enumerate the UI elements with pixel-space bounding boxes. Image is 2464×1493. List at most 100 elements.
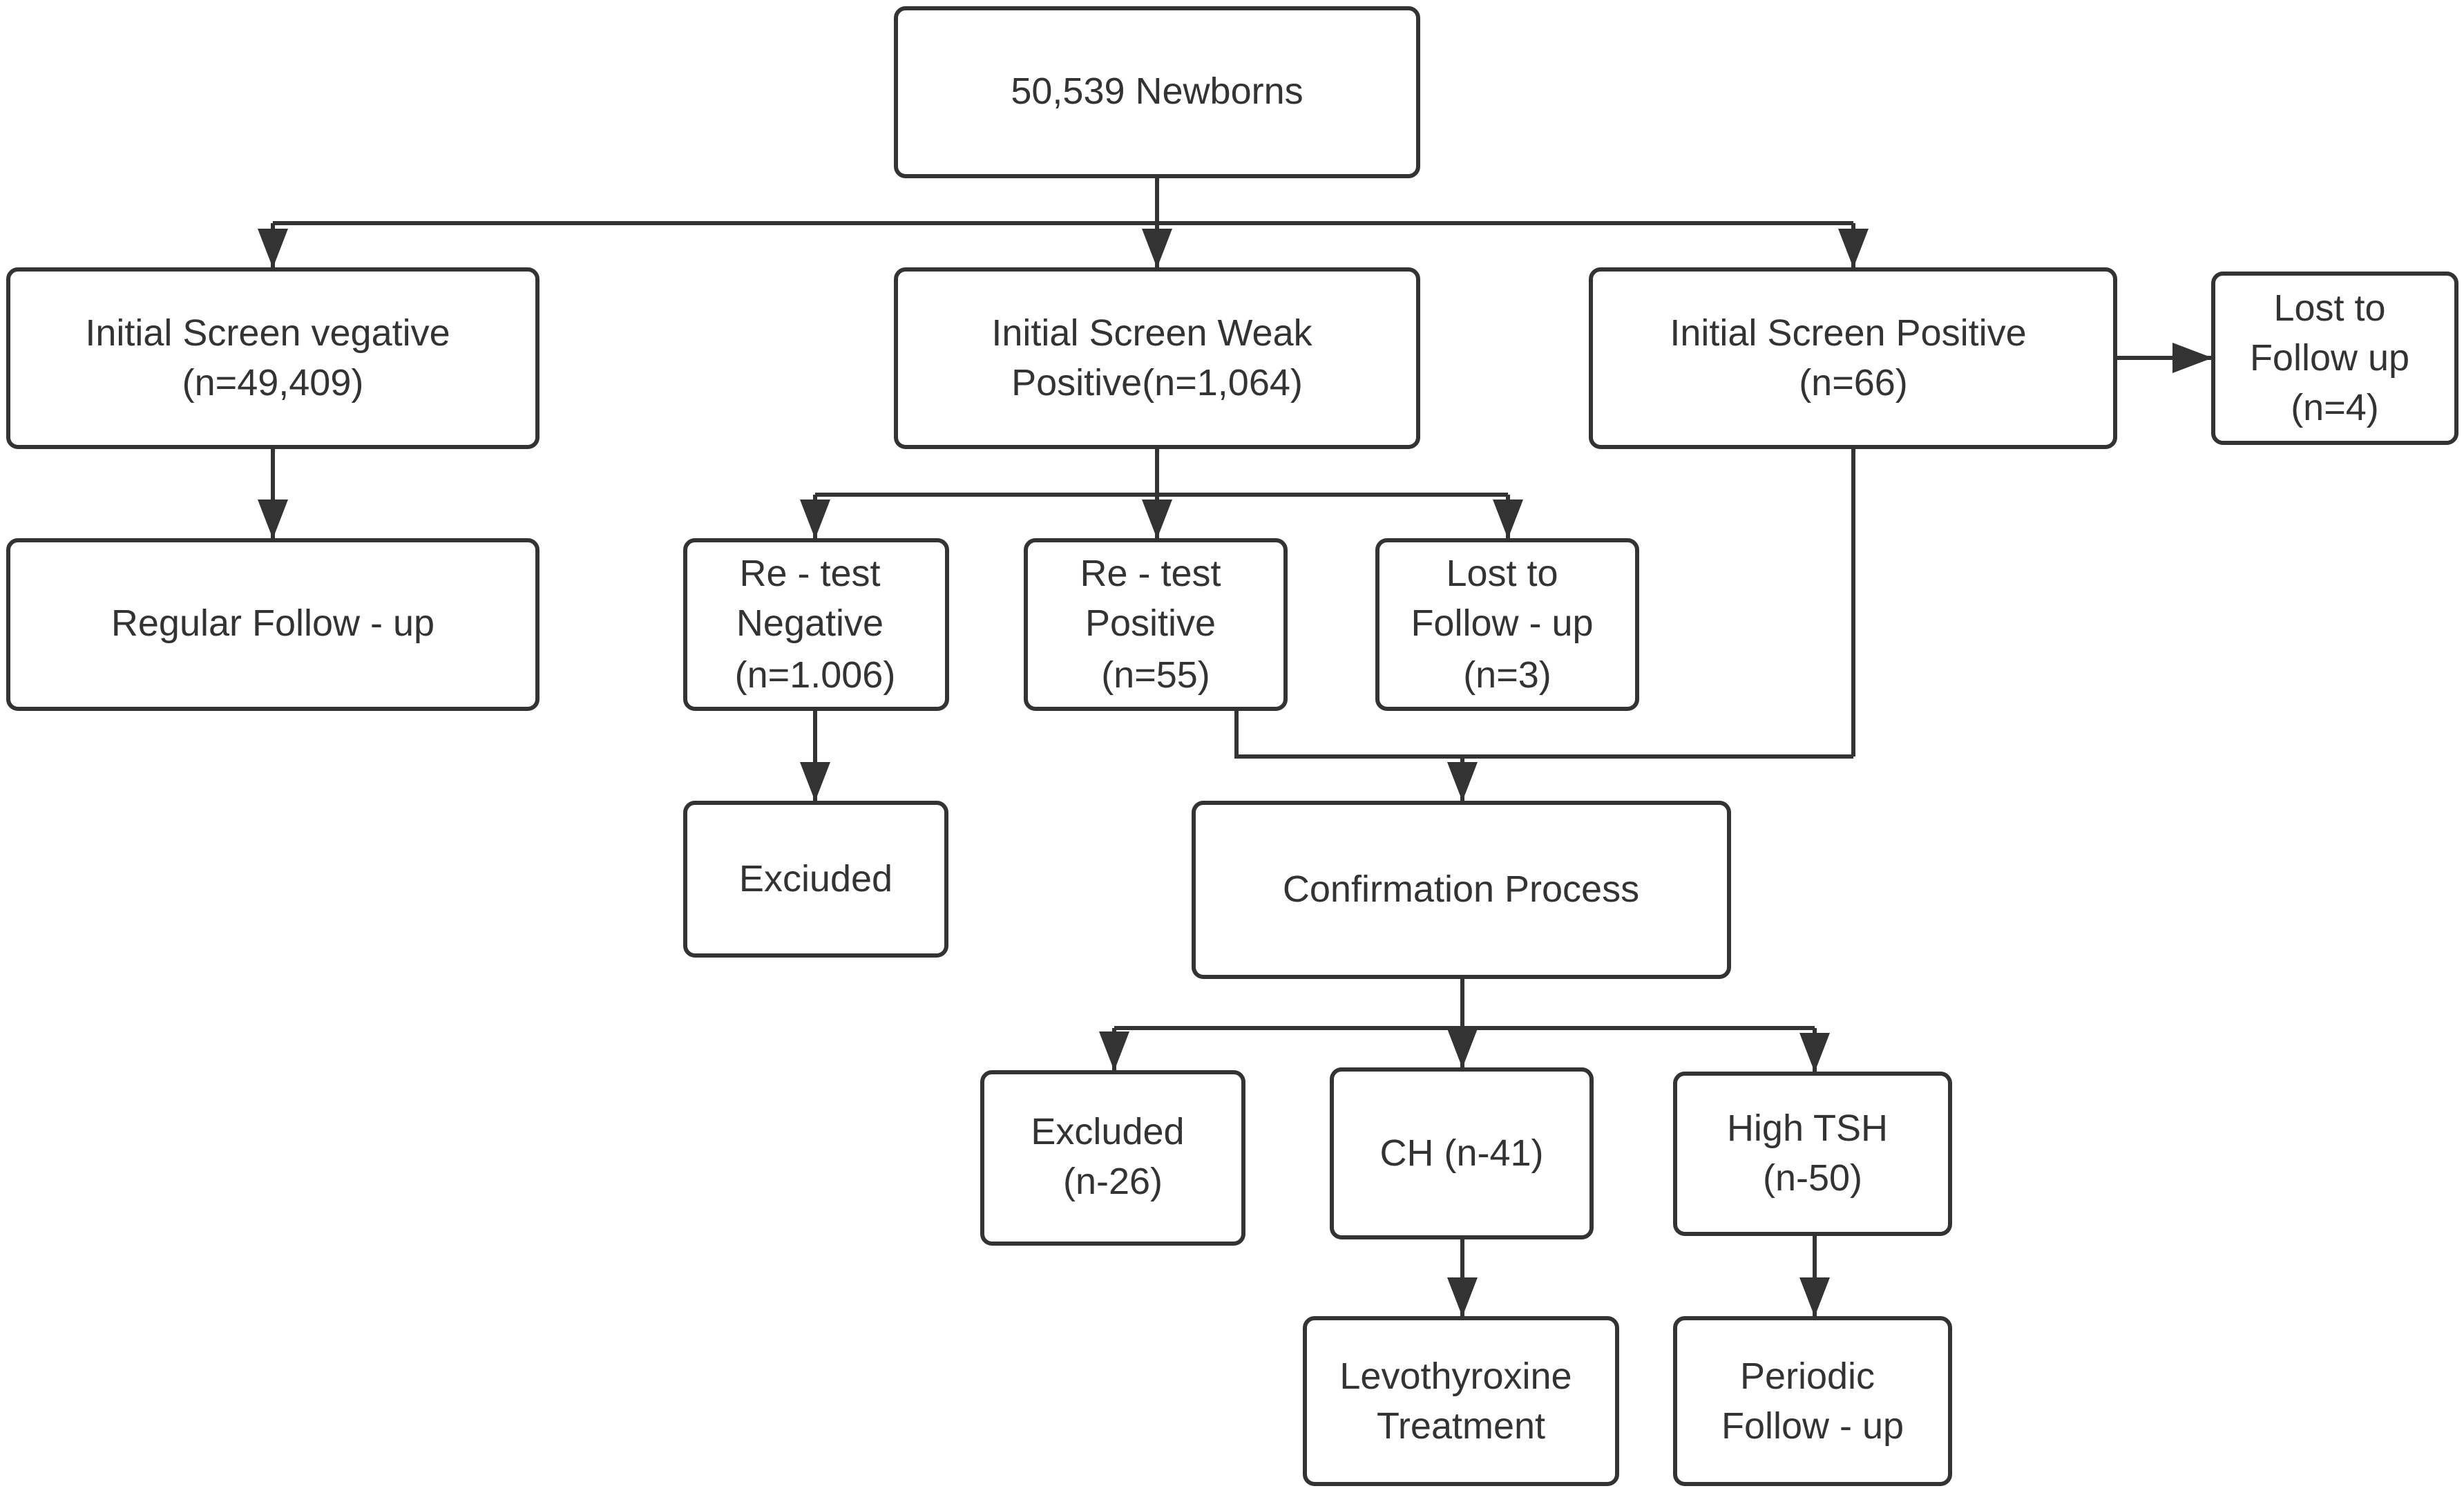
node-lost-follow-up-positive-box [2211, 272, 2458, 445]
node-retest-positive-label: Re - test Positive (n=55) [1080, 553, 1231, 696]
node-levothyroxine-treatment-box [1303, 1316, 1619, 1486]
node-initial-positive-label: Initial Screen Positive (n=66) [1670, 312, 2036, 403]
node-lost-follow-up-weak-line-1: Lost to [1446, 553, 1558, 594]
node-initial-weak-positive: Initial Screen Weak Positive(n=1,064) [894, 267, 1420, 449]
node-ch-label: CH (n-41) [1379, 1132, 1543, 1174]
node-confirmation-process-box [1192, 801, 1731, 979]
node-initial-weak-positive-label: Initial Screen Weak Positive(n=1,064) [991, 312, 1322, 403]
arrowhead-high-tsh [1799, 1033, 1830, 1072]
node-initial-negative-line-2: (n=49,409) [182, 362, 364, 403]
node-lost-follow-up-weak-line-3: (n=3) [1463, 654, 1551, 696]
node-lost-follow-up-positive-line-3: (n=4) [2291, 387, 2379, 428]
arrowhead-confirmation-process [1447, 762, 1478, 801]
connector-retest-positive-merge [1234, 711, 1853, 759]
arrowhead-retest-negative [800, 500, 830, 539]
node-newborns-line-1: 50,539 Newborns [1011, 70, 1303, 112]
node-excluded-retest-line-1: Exciuded [739, 858, 892, 900]
arrowhead-levothyroxine-treatment [1447, 1277, 1478, 1317]
node-lost-follow-up-positive-label: Lost to Follow up (n=4) [2250, 287, 2420, 428]
arrowhead-ch [1447, 1029, 1478, 1068]
node-retest-negative-label: Re - test Negative (n=1.006) [735, 553, 896, 696]
node-high-tsh-label: High TSH (n-50) [1727, 1107, 1898, 1199]
node-ch-box [1330, 1067, 1594, 1239]
node-lost-follow-up-weak: Lost to Follow - up (n=3) [1375, 538, 1639, 711]
arrowheads [258, 229, 2213, 1317]
arrowhead-initial-weak-positive [1142, 229, 1172, 268]
node-periodic-follow-up-line-2: Follow - up [1721, 1405, 1904, 1447]
node-levothyroxine-treatment-line-2: Treatment [1377, 1405, 1545, 1447]
node-initial-weak-positive-box [894, 267, 1420, 449]
connector-confirmation-split [1114, 978, 1815, 1030]
arrowhead-initial-positive [1838, 229, 1869, 268]
node-newborns-box [894, 6, 1420, 178]
node-high-tsh-line-2: (n-50) [1763, 1157, 1862, 1199]
node-newborns-label: 50,539 Newborns [1011, 70, 1303, 112]
node-confirmation-process-label: Confirmation Process [1283, 868, 1639, 910]
node-ch: CH (n-41) [1330, 1067, 1594, 1239]
node-retest-positive-line-3: (n=55) [1101, 654, 1210, 696]
node-confirmation-process: Confirmation Process [1192, 801, 1731, 979]
node-retest-negative-line-1: Re - test [739, 553, 880, 594]
node-initial-negative: Initial Screen vegative (n=49,409) [6, 267, 539, 449]
arrowhead-initial-negative [258, 229, 288, 268]
node-retest-negative-line-3: (n=1.006) [735, 654, 896, 696]
node-newborns: 50,539 Newborns [894, 6, 1420, 178]
connector-weak-positive-split [815, 449, 1508, 497]
node-retest-negative-box [683, 538, 949, 711]
node-regular-follow-up: Regular Follow - up [6, 538, 539, 711]
node-lost-follow-up-positive-line-1: Lost to [2273, 287, 2385, 329]
node-ch-line-1: CH (n-41) [1379, 1132, 1543, 1174]
node-regular-follow-up-box [6, 538, 539, 711]
node-retest-positive-box [1024, 538, 1288, 711]
node-lost-follow-up-positive-line-2: Follow up [2250, 337, 2409, 379]
node-levothyroxine-treatment-label: Levothyroxine Treatment [1339, 1356, 1582, 1447]
node-lost-follow-up-positive: Lost to Follow up (n=4) [2211, 272, 2458, 445]
node-initial-positive-box [1589, 267, 2117, 449]
arrowhead-regular-follow-up [258, 500, 288, 539]
node-levothyroxine-treatment-line-1: Levothyroxine [1339, 1356, 1572, 1397]
node-initial-negative-box [6, 267, 539, 449]
node-periodic-follow-up: Periodic Follow - up [1673, 1316, 1952, 1486]
node-retest-negative: Re - test Negative (n=1.006) [683, 538, 949, 711]
node-excluded-confirmation-box [980, 1070, 1245, 1246]
arrowhead-lost-follow-up-weak [1493, 500, 1523, 539]
node-lost-follow-up-weak-label: Lost to Follow - up (n=3) [1411, 553, 1603, 696]
node-excluded-confirmation: Excluded (n-26) [980, 1070, 1245, 1246]
node-initial-negative-line-1: Initial Screen vegative [85, 312, 450, 354]
node-lost-follow-up-weak-box [1375, 538, 1639, 711]
node-initial-positive: Initial Screen Positive (n=66) [1589, 267, 2117, 449]
arrowhead-lost-follow-up-positive [2172, 343, 2213, 373]
node-retest-positive: Re - test Positive (n=55) [1024, 538, 1288, 711]
node-excluded-confirmation-label: Excluded (n-26) [1031, 1111, 1194, 1202]
node-retest-positive-line-2: Positive [1085, 602, 1216, 644]
node-retest-negative-line-2: Negative [736, 602, 884, 644]
arrowhead-excluded-retest [800, 762, 830, 801]
node-retest-positive-line-1: Re - test [1080, 553, 1221, 594]
node-high-tsh-line-1: High TSH [1727, 1107, 1888, 1149]
node-periodic-follow-up-box [1673, 1316, 1952, 1486]
node-regular-follow-up-label: Regular Follow - up [111, 602, 434, 644]
node-excluded-confirmation-line-1: Excluded [1031, 1111, 1184, 1152]
node-lost-follow-up-weak-line-2: Follow - up [1411, 602, 1593, 644]
node-high-tsh-box [1673, 1072, 1952, 1236]
arrowhead-retest-positive [1142, 500, 1172, 539]
node-excluded-retest-box [683, 801, 948, 958]
node-initial-negative-label: Initial Screen vegative (n=49,409) [85, 312, 460, 403]
node-levothyroxine-treatment: Levothyroxine Treatment [1303, 1316, 1619, 1486]
node-regular-follow-up-line-1: Regular Follow - up [111, 602, 434, 644]
node-excluded-confirmation-line-2: (n-26) [1063, 1161, 1163, 1202]
node-initial-positive-line-2: (n=66) [1799, 362, 1908, 403]
arrowhead-excluded-confirmation [1099, 1031, 1129, 1071]
node-initial-positive-line-1: Initial Screen Positive [1670, 312, 2026, 354]
node-excluded-retest: Exciuded [683, 801, 948, 958]
node-high-tsh: High TSH (n-50) [1673, 1072, 1952, 1236]
node-confirmation-process-line-1: Confirmation Process [1283, 868, 1639, 910]
node-excluded-retest-label: Exciuded [739, 858, 892, 900]
node-initial-weak-positive-line-1: Initial Screen Weak [991, 312, 1312, 354]
node-initial-weak-positive-line-2: Positive(n=1,064) [1011, 362, 1303, 403]
node-periodic-follow-up-line-1: Periodic [1740, 1356, 1875, 1397]
arrowhead-periodic-follow-up [1799, 1277, 1830, 1317]
connector-newborns-split [273, 176, 1853, 225]
node-periodic-follow-up-label: Periodic Follow - up [1721, 1356, 1904, 1447]
